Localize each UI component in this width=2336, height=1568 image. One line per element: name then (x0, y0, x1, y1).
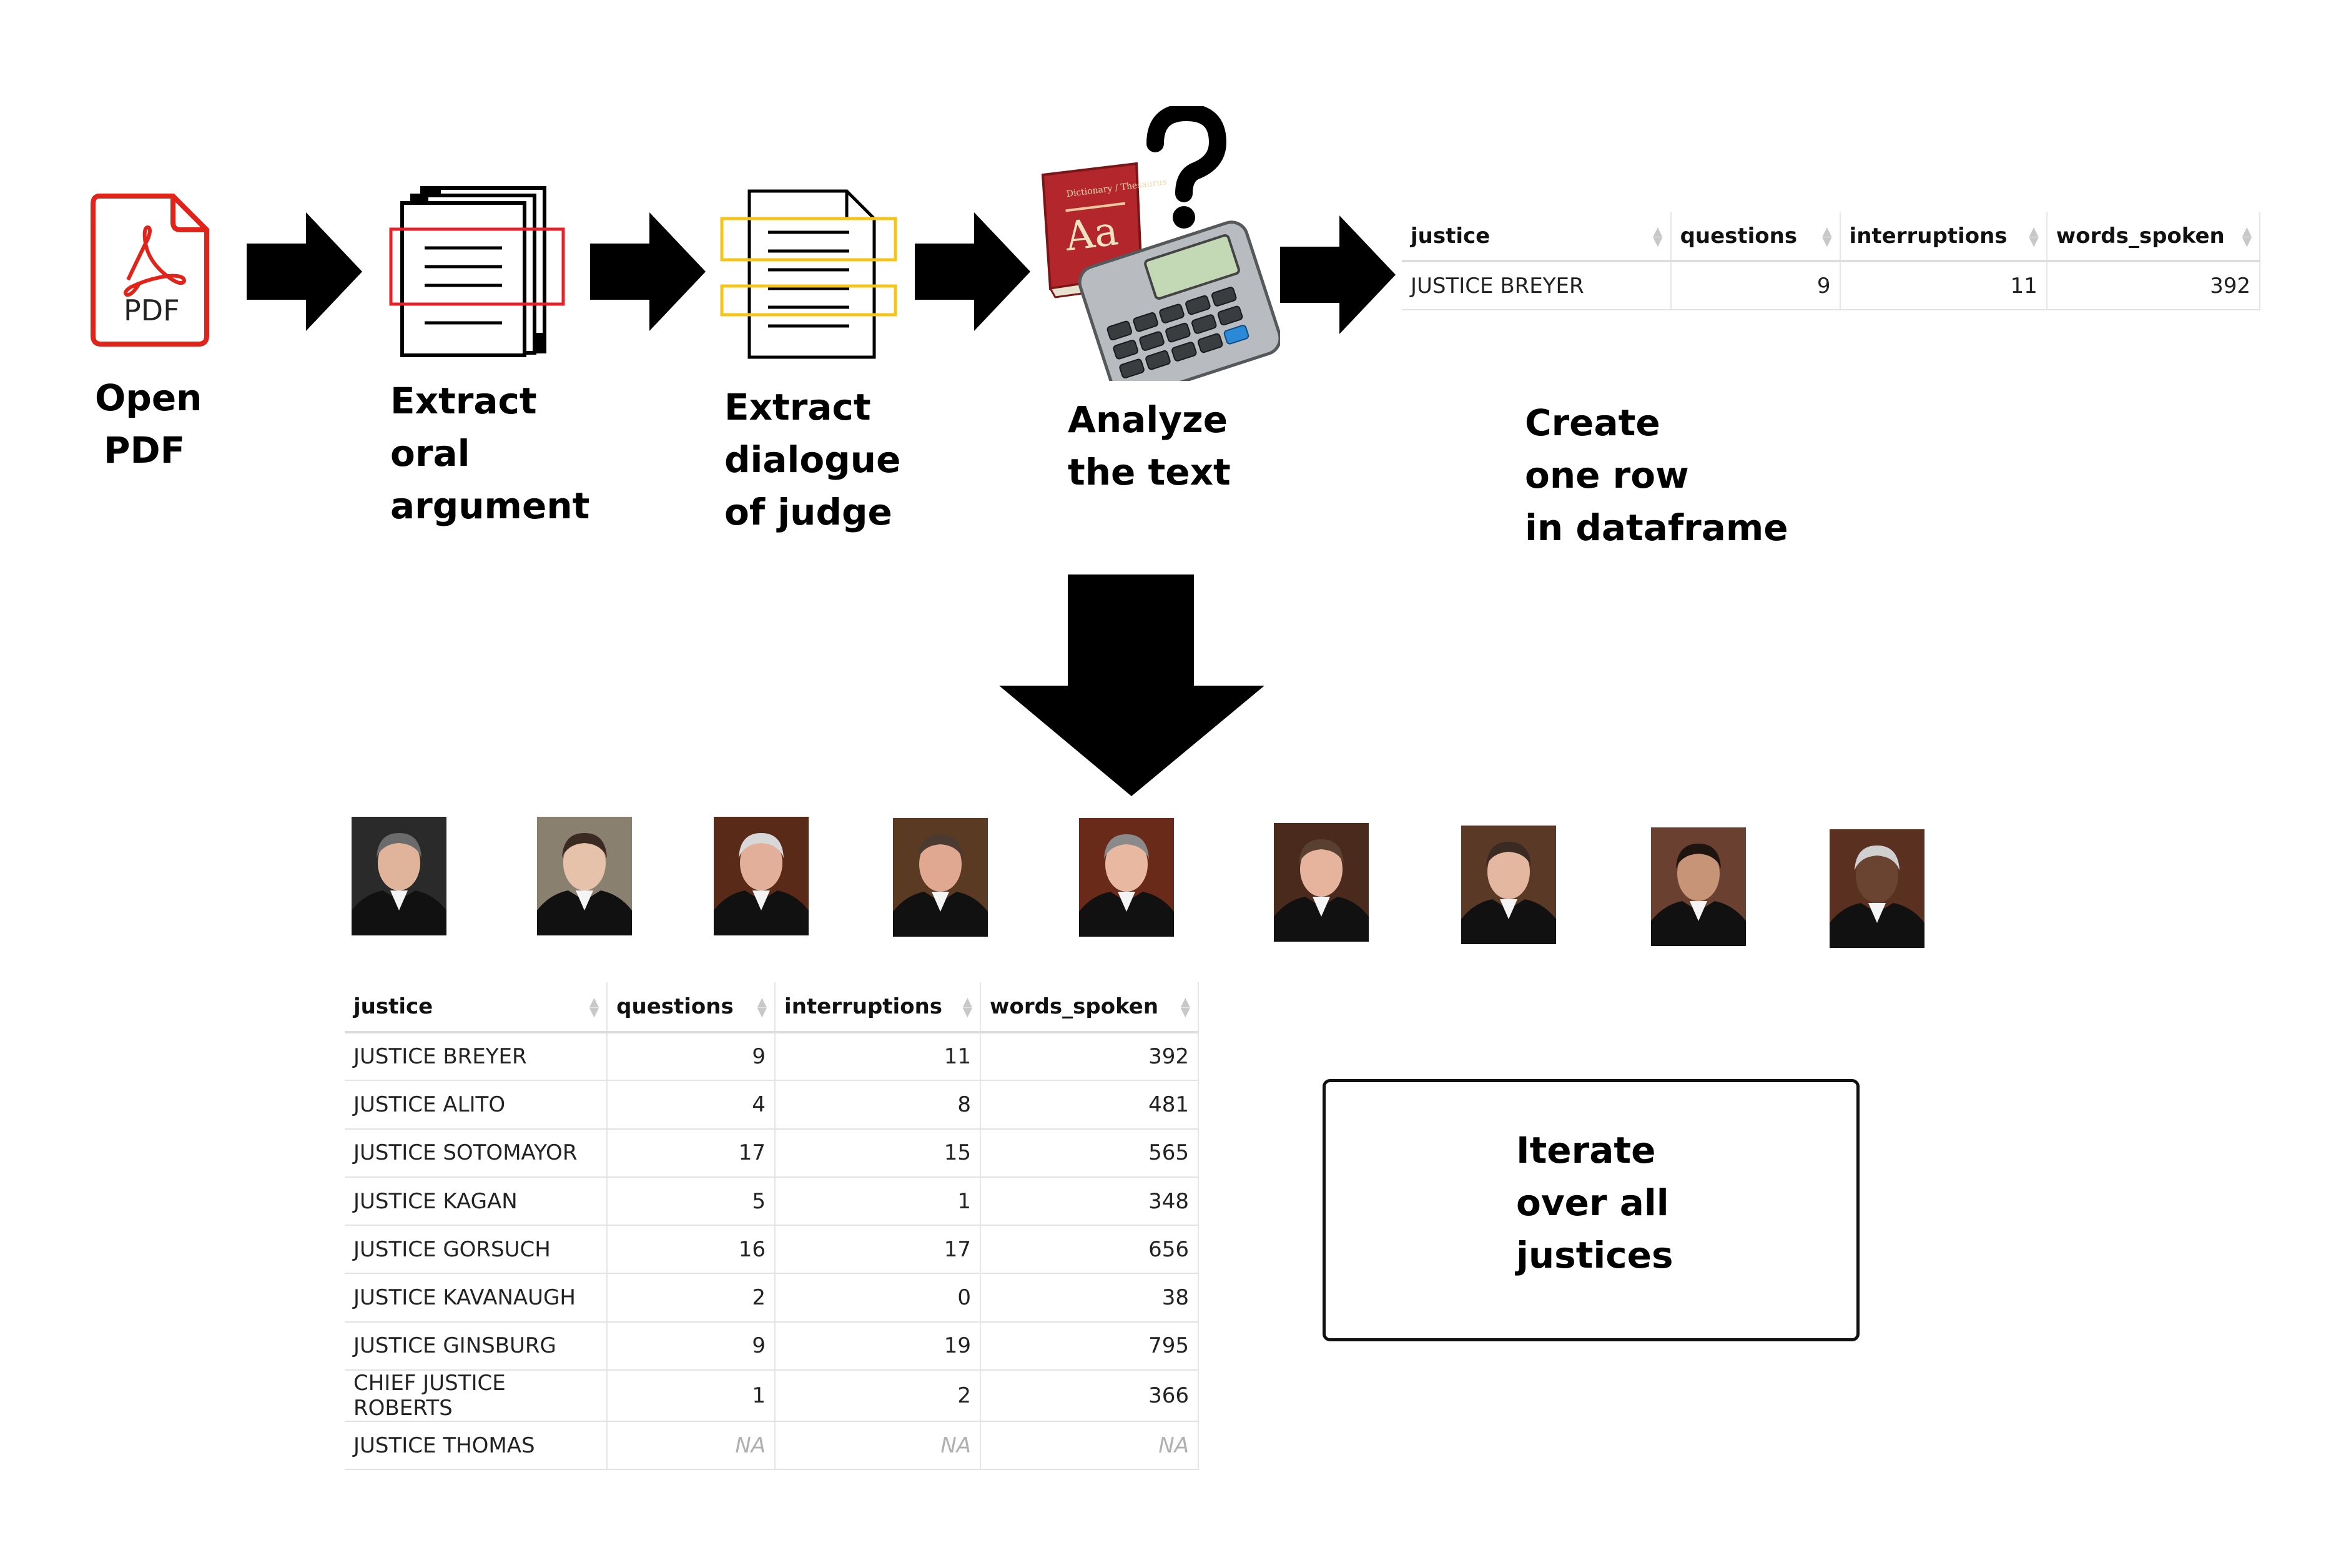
column-header-words-spoken[interactable]: words_spoken▲▼ (2046, 212, 2261, 262)
cell-words-spoken: NA (980, 1421, 1199, 1471)
stacked-documents-icon (387, 184, 568, 359)
sort-icon[interactable]: ▲▼ (2029, 224, 2039, 249)
pdf-file-icon (91, 194, 209, 347)
cell-words-spoken: 392 (2046, 261, 2261, 310)
table-row: JUSTICE BREYER 9 11 392 (1402, 261, 2261, 310)
sort-icon[interactable]: ▲▼ (1653, 224, 1663, 249)
sort-icon[interactable]: ▲▼ (2242, 224, 2252, 249)
cell-justice: JUSTICE BREYER (1402, 261, 1672, 310)
cell-interruptions: NA (775, 1421, 982, 1471)
cell-justice: JUSTICE KAVANAUGH (345, 1273, 608, 1323)
sort-icon[interactable]: ▲▼ (757, 994, 767, 1019)
cell-justice: JUSTICE BREYER (345, 1032, 608, 1082)
justice-portrait-6 (1274, 823, 1369, 942)
cell-interruptions: 15 (775, 1128, 982, 1178)
cell-questions: 4 (607, 1080, 776, 1130)
cell-interruptions: 2 (775, 1370, 982, 1423)
right-arrow-4 (1280, 215, 1396, 337)
cell-words-spoken: 565 (980, 1128, 1199, 1178)
column-header-words-spoken[interactable]: words_spoken▲▼ (980, 982, 1199, 1033)
cell-words-spoken: 481 (980, 1080, 1199, 1130)
justice-portrait-3 (714, 817, 809, 935)
column-header-questions[interactable]: questions▲▼ (607, 982, 776, 1033)
justice-portrait-9 (1830, 829, 1924, 948)
cell-interruptions: 17 (775, 1225, 982, 1275)
cell-justice: JUSTICE ALITO (345, 1080, 608, 1130)
column-header-questions[interactable]: questions▲▼ (1670, 212, 1841, 262)
right-arrow-1 (247, 212, 362, 333)
right-arrow-3 (915, 212, 1030, 333)
cell-questions: 16 (607, 1225, 776, 1275)
down-arrow (999, 574, 1264, 799)
cell-justice: JUSTICE GINSBURG (345, 1321, 608, 1371)
justice-portrait-8 (1651, 827, 1746, 946)
right-arrow-2 (590, 212, 706, 333)
single-row-dataframe: justice▲▼ questions▲▼ interruptions▲▼ wo… (1402, 212, 2261, 310)
cell-words-spoken: 366 (980, 1370, 1199, 1423)
cell-questions: 17 (607, 1128, 776, 1178)
dictionary-calculator-icon: Dictionary / Thesaurus Aa (1030, 103, 1282, 400)
cell-questions: 1 (607, 1370, 776, 1423)
cell-justice: JUSTICE KAGAN (345, 1176, 608, 1226)
column-header-justice[interactable]: justice▲▼ (345, 982, 608, 1033)
sort-icon[interactable]: ▲▼ (962, 994, 973, 1019)
pdf-icon-text: PDF (124, 293, 180, 327)
cell-interruptions: 11 (775, 1032, 982, 1082)
justice-portrait-5 (1079, 818, 1174, 937)
column-header-justice[interactable]: justice▲▼ (1402, 212, 1672, 262)
cell-words-spoken: 38 (980, 1273, 1199, 1323)
sort-icon[interactable]: ▲▼ (589, 994, 599, 1019)
highlighted-document-icon (718, 187, 899, 362)
cell-questions: 9 (607, 1321, 776, 1371)
column-header-interruptions[interactable]: interruptions▲▼ (1840, 212, 2048, 262)
cell-questions: 2 (607, 1273, 776, 1323)
cell-questions: 5 (607, 1176, 776, 1226)
cell-words-spoken: 656 (980, 1225, 1199, 1275)
column-header-interruptions[interactable]: interruptions▲▼ (775, 982, 982, 1033)
cell-interruptions: 8 (775, 1080, 982, 1130)
cell-interruptions: 19 (775, 1321, 982, 1371)
cell-justice: CHIEF JUSTICE ROBERTS (345, 1370, 608, 1423)
cell-words-spoken: 392 (980, 1032, 1199, 1082)
sort-icon[interactable]: ▲▼ (1822, 224, 1832, 249)
cell-interruptions: 11 (1840, 261, 2048, 310)
sort-icon[interactable]: ▲▼ (1180, 994, 1190, 1019)
justice-portrait-2 (537, 817, 632, 935)
cell-questions: 9 (1670, 261, 1841, 310)
justice-portrait-7 (1461, 826, 1556, 944)
justice-portrait-1 (352, 817, 446, 935)
dictionary-title: Aa (1062, 208, 1121, 260)
cell-justice: JUSTICE GORSUCH (345, 1225, 608, 1275)
cell-words-spoken: 795 (980, 1321, 1199, 1371)
cell-questions: NA (607, 1421, 776, 1471)
cell-justice: JUSTICE SOTOMAYOR (345, 1128, 608, 1178)
cell-justice: JUSTICE THOMAS (345, 1421, 608, 1471)
cell-questions: 9 (607, 1032, 776, 1082)
cell-interruptions: 0 (775, 1273, 982, 1323)
justice-portrait-4 (893, 818, 988, 937)
full-dataframe: justice▲▼ questions▲▼ interruptions▲▼ wo… (345, 982, 1199, 1471)
cell-words-spoken: 348 (980, 1176, 1199, 1226)
iterate-box (1323, 1079, 1860, 1341)
cell-interruptions: 1 (775, 1176, 982, 1226)
